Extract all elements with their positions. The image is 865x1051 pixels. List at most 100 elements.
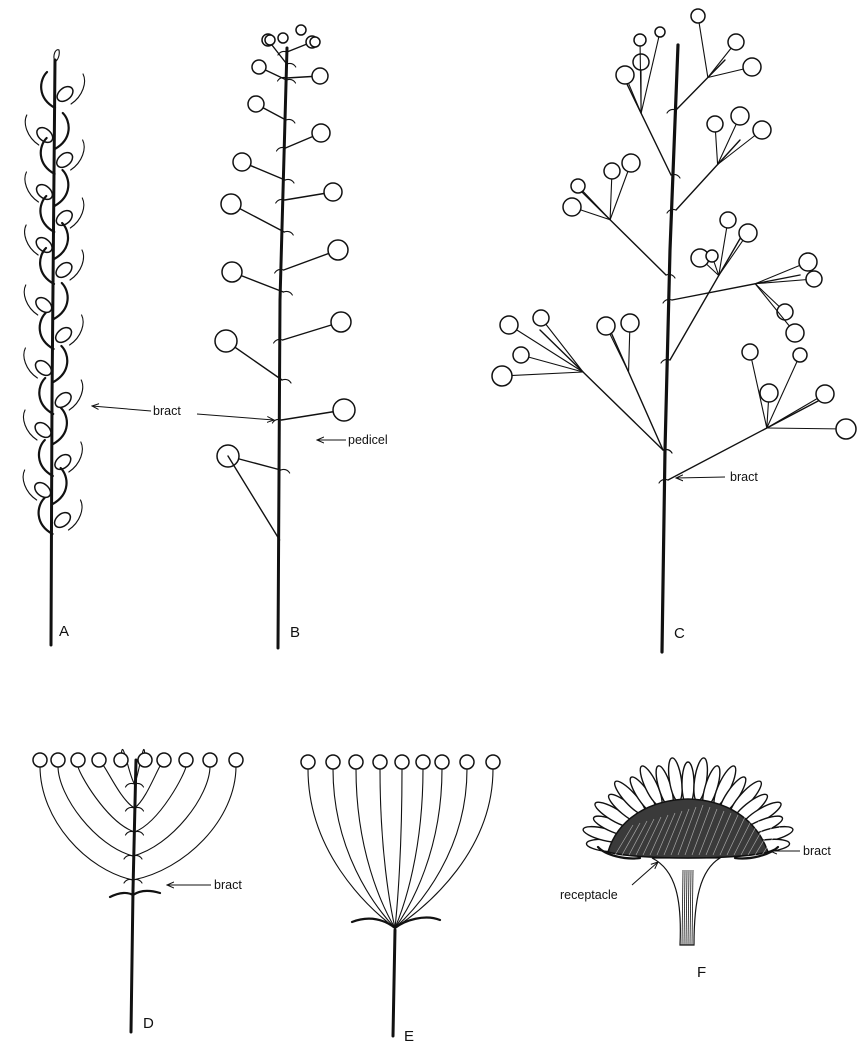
flower-icon: [486, 755, 500, 769]
flower-icon: [248, 96, 264, 112]
flower-icon: [753, 121, 771, 139]
bract-icon: [126, 807, 135, 811]
flower-icon: [793, 348, 807, 362]
bract-icon: [53, 468, 67, 504]
flower-icon: [229, 753, 243, 767]
flower-bud-icon: [53, 325, 75, 346]
pedicel-stalk: [78, 766, 135, 832]
flower-icon: [786, 324, 804, 342]
branch-stalk: [668, 400, 820, 480]
flower-icon: [460, 755, 474, 769]
flower-icon: [349, 755, 363, 769]
bract-icon: [281, 469, 290, 473]
pedicel-stalk: [640, 40, 641, 113]
receptacle-label: receptacle: [560, 888, 618, 902]
branch-stalk: [676, 60, 725, 110]
flower-bud-icon: [34, 125, 56, 146]
flower-icon: [222, 262, 242, 282]
panel-f-letter: F: [697, 964, 706, 981]
bract-icon: [287, 79, 296, 83]
flower-icon: [312, 68, 328, 84]
flower-icon: [571, 179, 585, 193]
bract-icon: [54, 170, 68, 206]
flower-icon: [179, 753, 193, 767]
bract-icon: [126, 783, 135, 787]
flower-icon: [395, 755, 409, 769]
branch-stalk: [540, 330, 663, 450]
flower-icon: [500, 316, 518, 334]
panel-d-letter: D: [143, 1015, 154, 1032]
flower-icon: [816, 385, 834, 403]
flower-icon: [622, 154, 640, 172]
flower-icon: [203, 753, 217, 767]
panel-e-umbel: E: [301, 755, 500, 1045]
flower-bud-icon: [52, 510, 74, 531]
bract-icon: [54, 283, 68, 319]
flower-icon: [604, 163, 620, 179]
pedicel-stalk: [308, 769, 395, 928]
flower-icon: [655, 27, 665, 37]
bract-icon: [282, 379, 291, 383]
panel-b-letter: B: [290, 624, 300, 641]
flower-icon: [836, 419, 856, 439]
flower-bud-icon: [54, 150, 76, 171]
pedicel-stalk: [133, 766, 210, 856]
flower-icon: [806, 271, 822, 287]
flower-icon: [296, 25, 306, 35]
bract-icon: [284, 231, 293, 235]
flower-icon: [331, 312, 351, 332]
bract-icon: [285, 179, 294, 183]
flower-icon: [114, 753, 128, 767]
flower-icon: [799, 253, 817, 271]
flower-icon: [731, 107, 749, 125]
panel-f-head: bract receptacle F: [560, 757, 831, 981]
flower-icon: [157, 753, 171, 767]
flower-icon: [513, 347, 529, 363]
flower-icon: [301, 755, 315, 769]
bract-icon: [53, 346, 67, 382]
flower-icon: [706, 250, 718, 262]
flower-icon: [33, 753, 47, 767]
flower-bud-icon: [54, 84, 76, 105]
flower-icon: [492, 366, 512, 386]
panel-a-letter: A: [59, 623, 69, 640]
flower-icon: [252, 60, 266, 74]
flower-icon: [597, 317, 615, 335]
flower-icon: [71, 753, 85, 767]
bract-icon: [41, 72, 55, 108]
flower-bud-icon: [52, 390, 74, 411]
flower-icon: [691, 9, 705, 23]
bract-icon: [110, 891, 160, 897]
flower-icon: [777, 304, 793, 320]
flower-icon: [310, 37, 320, 47]
flower-icon: [563, 198, 581, 216]
flower-icon: [742, 344, 758, 360]
panel-d-corymb: bract D: [33, 749, 243, 1032]
flower-icon: [533, 310, 549, 326]
bract-label-d: bract: [214, 878, 242, 892]
flower-icon: [707, 116, 723, 132]
flower-icon: [265, 35, 275, 45]
flower-icon: [333, 399, 355, 421]
flower-icon: [233, 153, 251, 171]
flower-icon: [138, 753, 152, 767]
branch-stalk: [610, 330, 663, 450]
bract-icon: [286, 119, 295, 123]
branch-stalk: [672, 275, 800, 300]
flower-icon: [634, 34, 646, 46]
flower-icon: [743, 58, 761, 76]
flower-icon: [416, 755, 430, 769]
panel-c-panicle: C bract: [492, 9, 856, 652]
bract-icon: [54, 223, 68, 259]
bract-label-c: bract: [730, 470, 758, 484]
flower-icon: [616, 66, 634, 84]
branch-stalk: [580, 190, 666, 275]
panel-e-letter: E: [404, 1028, 414, 1045]
flower-icon: [720, 212, 736, 228]
bract-label-f: bract: [803, 844, 831, 858]
flower-bud-icon: [53, 260, 75, 281]
bract-icon: [124, 855, 133, 859]
flower-icon: [312, 124, 330, 142]
pedicel-callout: pedicel: [317, 433, 388, 447]
